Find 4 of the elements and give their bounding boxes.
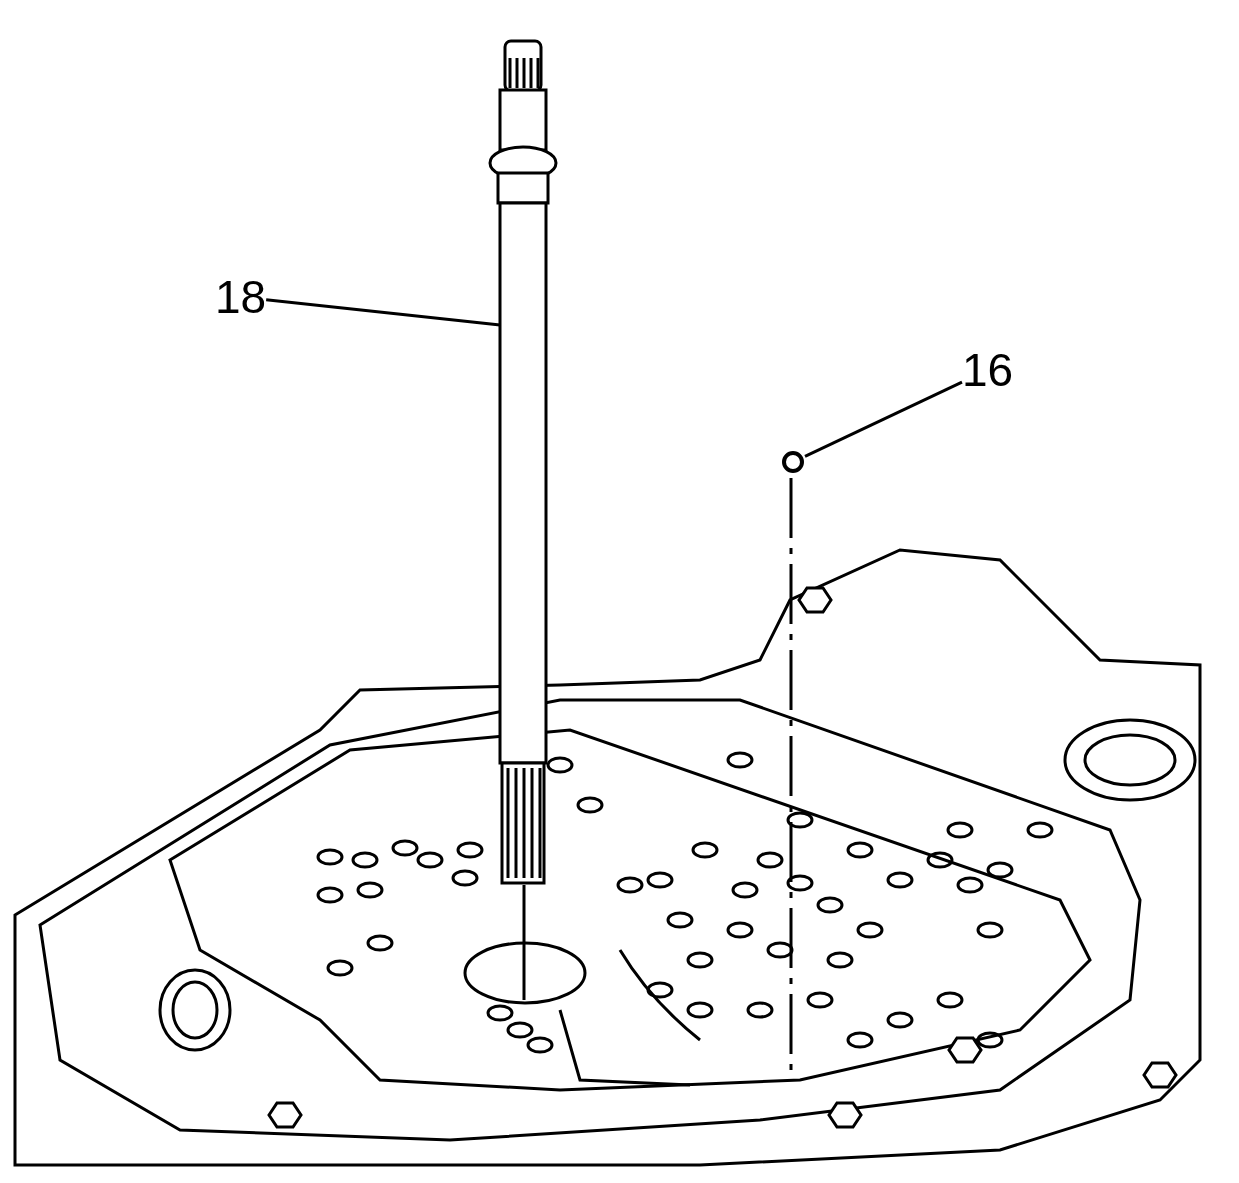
- leader-line: [266, 298, 501, 327]
- leader-line: [804, 380, 963, 458]
- callout-number: 18: [215, 272, 267, 322]
- callout-number: 16: [962, 345, 1014, 395]
